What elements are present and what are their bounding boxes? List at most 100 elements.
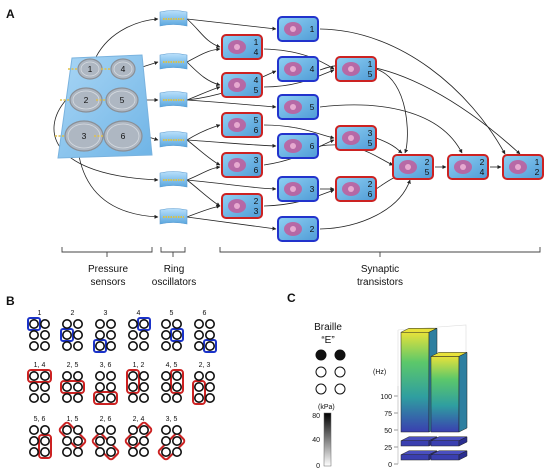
signal-arrow	[375, 137, 403, 154]
braille-cell-label: 5, 6	[34, 416, 46, 423]
braille-dot	[106, 340, 117, 351]
braille-dot-flat	[315, 366, 327, 378]
signal-arrow	[186, 179, 277, 191]
signal-arrow	[319, 144, 394, 166]
braille-dot	[73, 435, 84, 446]
blue-transistor: 6	[277, 133, 319, 159]
braille-cell: 4	[128, 310, 151, 351]
z-axis-tick: 75	[384, 411, 392, 418]
braille-dot	[161, 435, 172, 446]
braille-cell-label: 1, 4	[34, 362, 46, 369]
red-transistor: 45	[221, 72, 263, 98]
braille-dot	[95, 381, 106, 392]
braille-highlight-red	[126, 369, 140, 394]
signal-arrow	[77, 149, 159, 219]
transistor-number: 3	[310, 184, 315, 194]
signal-arrow	[186, 18, 221, 48]
transistor-number: 1	[368, 59, 373, 69]
braille-highlight-red	[93, 391, 118, 405]
braille-highlight-red	[60, 380, 85, 394]
braille-dot	[39, 392, 50, 403]
braille-dot	[205, 370, 216, 381]
blue-transistor: 4	[277, 56, 319, 82]
braille-cell: 3, 6	[93, 362, 118, 405]
braille-highlight-blue	[27, 317, 41, 331]
braille-title: Braille	[314, 322, 342, 333]
braille-cell-label: 2, 6	[100, 416, 112, 423]
braille-highlight-blue	[60, 328, 74, 342]
sensor-number: 1	[88, 64, 93, 74]
bar-side-face	[458, 351, 468, 433]
braille-dot	[61, 435, 72, 446]
braille-dot	[205, 329, 216, 340]
transistor-number: 4	[254, 75, 259, 85]
neuron-core	[405, 164, 411, 170]
braille-dot	[61, 370, 72, 381]
red-transistor: 25	[392, 154, 434, 180]
braille-dot	[128, 318, 139, 329]
braille-highlight-red	[170, 369, 184, 394]
braille-dot	[95, 318, 106, 329]
signal-arrow	[186, 99, 277, 109]
braille-highlight-blue	[93, 339, 107, 353]
signal-arrow	[95, 17, 159, 58]
frequency-bar-plot	[400, 327, 468, 461]
braille-cell-label: 4	[137, 310, 141, 317]
neuron-core	[290, 26, 296, 32]
braille-highlight-red	[27, 369, 52, 383]
braille-dot	[161, 318, 172, 329]
transistor-number: 4	[310, 64, 315, 74]
signal-arrow	[319, 104, 463, 154]
braille-dot	[73, 446, 84, 457]
braille-dot	[194, 381, 205, 392]
braille-dot	[172, 381, 183, 392]
braille-dot	[28, 424, 39, 435]
braille-dot	[73, 392, 84, 403]
neuron-core	[234, 203, 240, 209]
pressure-sensor	[105, 87, 139, 113]
z-axis-tick: 50	[384, 428, 392, 435]
transistor-number: 6	[310, 141, 315, 151]
pressure-sensor	[103, 120, 143, 152]
braille-cell-label: 3, 5	[166, 416, 178, 423]
braille-dot	[161, 424, 172, 435]
sensor-number: 3	[82, 131, 87, 141]
braille-highlight-red	[124, 421, 153, 450]
braille-cell: 1, 4	[27, 362, 52, 403]
pressure-sensor	[69, 87, 103, 113]
braille-dot	[39, 370, 50, 381]
braille-cell: 1, 5	[58, 416, 87, 457]
z-axis-tick: 25	[384, 445, 392, 452]
braille-dot	[61, 340, 72, 351]
braille-dot	[172, 370, 183, 381]
signal-arrow	[186, 18, 277, 31]
braille-highlight-red	[58, 421, 87, 450]
bar-side-face	[458, 436, 468, 447]
pressure-colorbar	[323, 412, 332, 467]
red-transistor: 26	[335, 176, 377, 202]
blue-transistor: 3	[277, 176, 319, 202]
red-transistor: 14	[221, 34, 263, 60]
signal-arrow	[186, 86, 221, 101]
braille-dot	[139, 424, 150, 435]
braille-dot	[95, 340, 106, 351]
braille-dot	[73, 340, 84, 351]
braille-dot	[161, 340, 172, 351]
braille-dot	[139, 340, 150, 351]
braille-e-cell	[315, 349, 346, 395]
transistor-number: 2	[254, 196, 259, 206]
braille-dot	[95, 392, 106, 403]
braille-dot	[161, 381, 172, 392]
braille-dot	[139, 381, 150, 392]
colorbar-tick-0: 0	[316, 463, 320, 470]
braille-dot	[73, 329, 84, 340]
braille-dot	[205, 318, 216, 329]
blue-transistor: 1	[277, 16, 319, 42]
braille-dot	[73, 381, 84, 392]
red-transistor: 56	[221, 112, 263, 138]
braille-dot	[139, 318, 150, 329]
braille-dot	[128, 435, 139, 446]
transistor-number: 6	[254, 165, 259, 175]
bar-side-face	[458, 450, 468, 461]
